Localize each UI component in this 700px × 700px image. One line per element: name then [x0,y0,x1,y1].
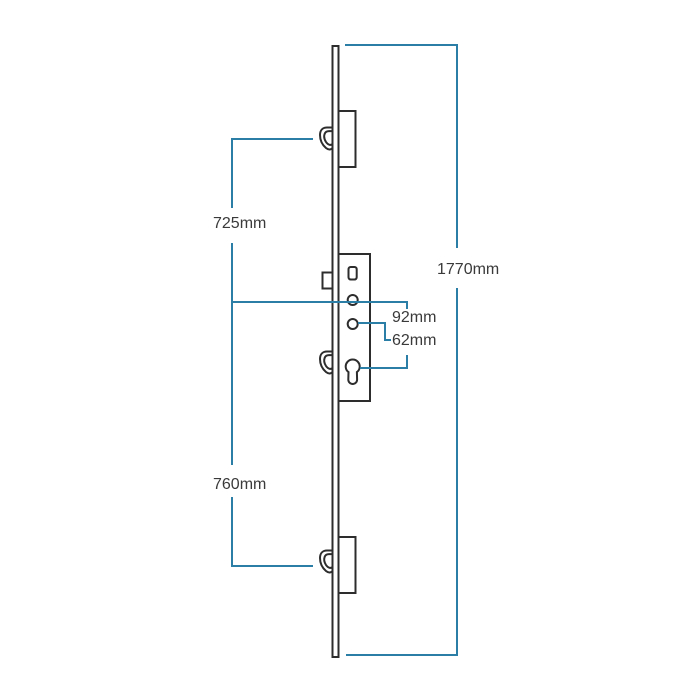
dim-line-overall-bottom [346,288,458,656]
bottom-hook-bolt [319,549,335,574]
upper-fixing-hole [346,294,359,306]
lower-fixing-hole [346,318,359,330]
dim-label-62mm: 62mm [391,332,438,350]
spindle-follower-hole [347,266,358,281]
top-keep-block [337,110,357,168]
dim-line-760-bottom [231,497,313,567]
dim-label-1770mm: 1770mm [436,261,501,279]
euro-cylinder-keyhole [344,358,361,385]
dim-label-760mm: 760mm [212,476,268,494]
dim-label-92mm: 92mm [391,309,438,327]
dim-line-centre [231,301,408,310]
dim-line-overall-top [345,44,458,248]
middle-hook-bolt [319,350,335,375]
bottom-keep-block [337,536,357,594]
dim-line-cylinder [360,355,408,369]
dim-line-62-pointer [358,322,391,341]
dim-label-725mm: 725mm [212,215,268,233]
top-hook-bolt [319,126,335,151]
dim-line-725-top [231,138,313,208]
